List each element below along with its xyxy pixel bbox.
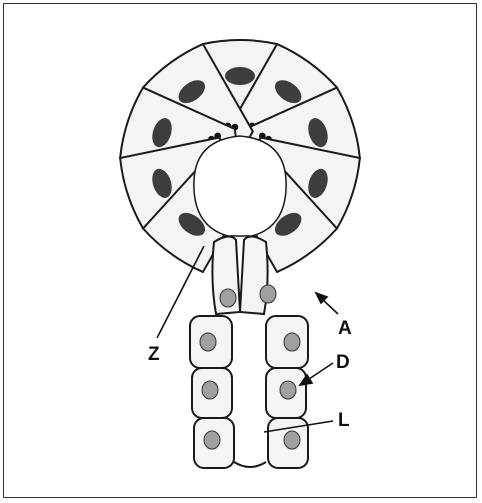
label-l: L [338, 410, 350, 431]
centroacinar-cells [212, 236, 276, 314]
label-d: D [336, 352, 350, 373]
duct-lumen-end [234, 462, 266, 467]
leader-line-d [306, 363, 333, 381]
acinar-lumen [194, 136, 286, 236]
duct-cells-right [266, 316, 308, 468]
label-z: Z [148, 344, 160, 365]
leader-line-a [322, 299, 338, 314]
label-a: A [338, 318, 352, 339]
duct-cells-left [190, 316, 234, 468]
